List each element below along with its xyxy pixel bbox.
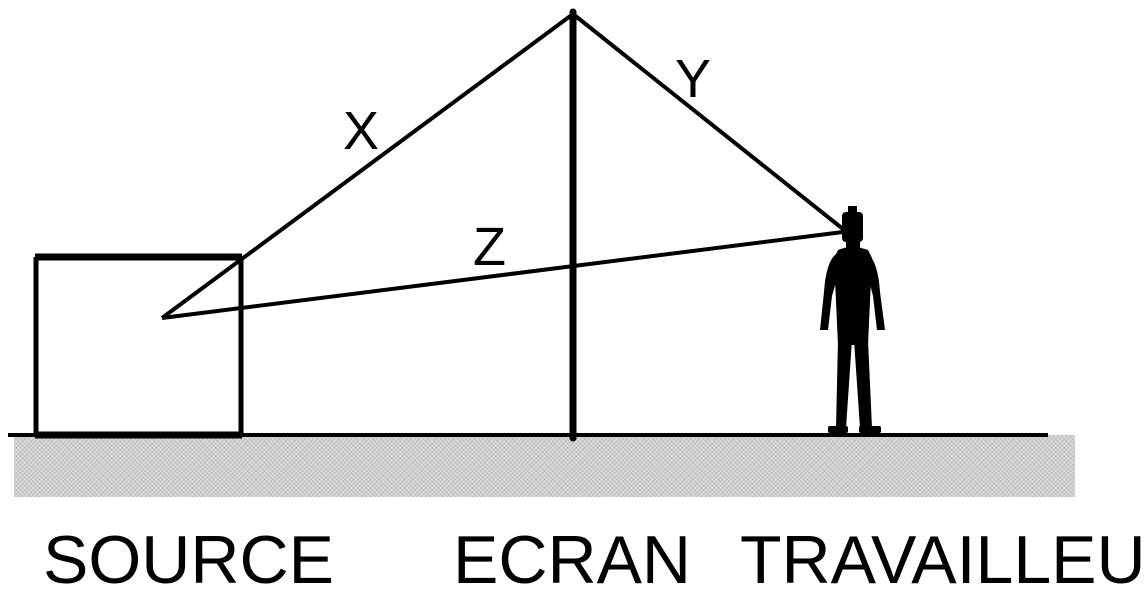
path-z-line xyxy=(161,230,844,320)
segment-label-z: Z xyxy=(473,217,506,277)
path-x-line xyxy=(160,12,575,320)
worker-label: TRAVAILLEU xyxy=(740,526,1146,594)
screen-label: ECRAN xyxy=(453,522,692,598)
segment-label-x: X xyxy=(343,101,379,161)
segment-label-y: Y xyxy=(675,49,711,109)
path-y-line xyxy=(571,12,845,231)
ground-floor xyxy=(14,435,1075,497)
source-box xyxy=(33,253,244,439)
worker-figure-icon xyxy=(820,206,885,433)
source-label: SOURCE xyxy=(43,522,334,598)
